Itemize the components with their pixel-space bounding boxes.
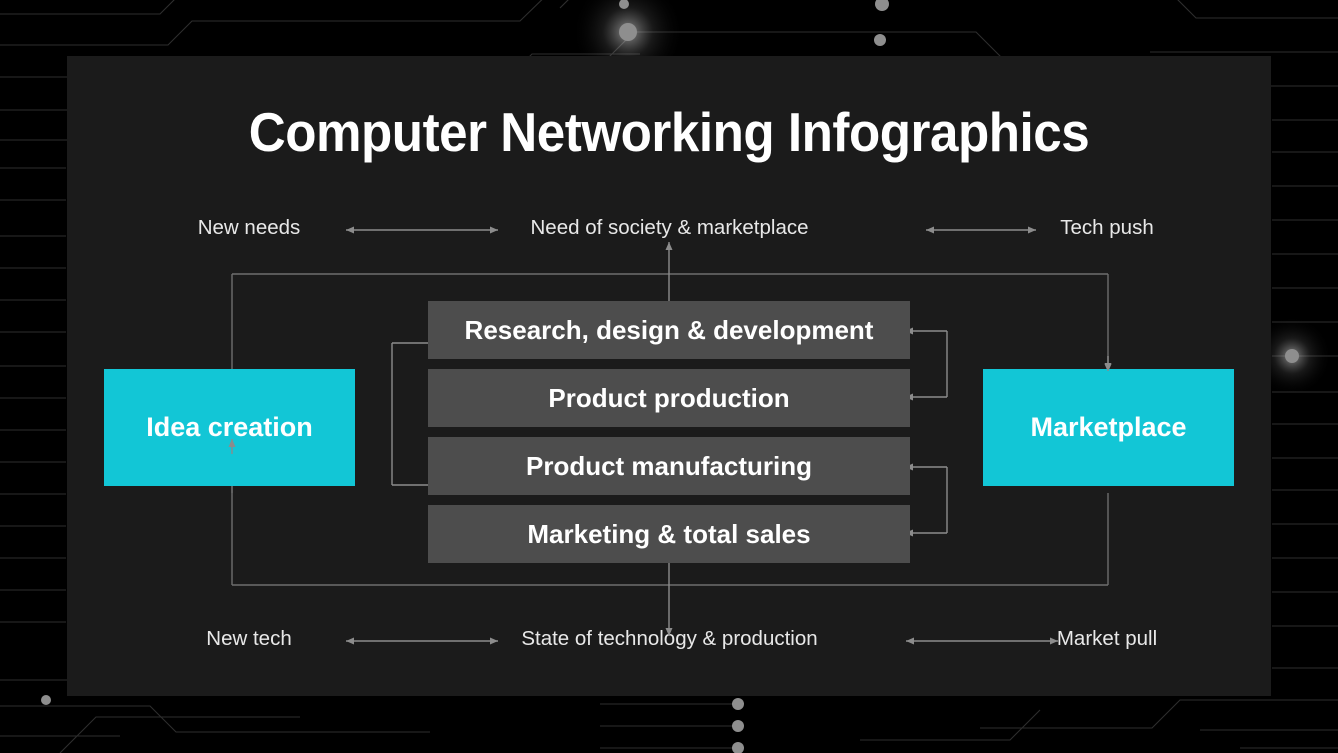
node-marketplace-label: Marketplace bbox=[1030, 412, 1187, 442]
label-new-tech: New tech bbox=[206, 627, 292, 650]
process-box-label: Research, design & development bbox=[464, 314, 874, 345]
node-marketplace[interactable]: Marketplace bbox=[983, 369, 1234, 486]
node-idea-creation-label: Idea creation bbox=[146, 412, 313, 442]
process-box-label: Product production bbox=[548, 382, 790, 413]
top-left-double-arrow bbox=[346, 226, 498, 234]
label-state-of-technology: State of technology & production bbox=[521, 627, 818, 650]
process-box-label: Product manufacturing bbox=[525, 450, 812, 481]
page-title: Computer Networking Infographics bbox=[248, 101, 1090, 163]
bottom-left-double-arrow bbox=[346, 637, 498, 645]
bottom-right-double-arrow bbox=[906, 637, 1058, 645]
process-box-product-production[interactable]: Product production bbox=[428, 369, 910, 427]
process-box-label: Marketing & total sales bbox=[527, 518, 811, 549]
process-box-marketing-total-sales[interactable]: Marketing & total sales bbox=[428, 505, 910, 563]
label-new-needs: New needs bbox=[197, 216, 301, 239]
label-need-of-society: Need of society & marketplace bbox=[530, 216, 809, 239]
content-panel: Computer Networking Infographics bbox=[67, 56, 1271, 696]
top-right-double-arrow bbox=[926, 226, 1036, 234]
process-box-product-manufacturing[interactable]: Product manufacturing bbox=[428, 437, 910, 495]
label-market-pull: Market pull bbox=[1056, 627, 1158, 650]
process-box-research-design-development[interactable]: Research, design & development bbox=[428, 301, 910, 359]
node-idea-creation[interactable]: Idea creation bbox=[104, 369, 355, 486]
label-tech-push: Tech push bbox=[1060, 216, 1154, 239]
